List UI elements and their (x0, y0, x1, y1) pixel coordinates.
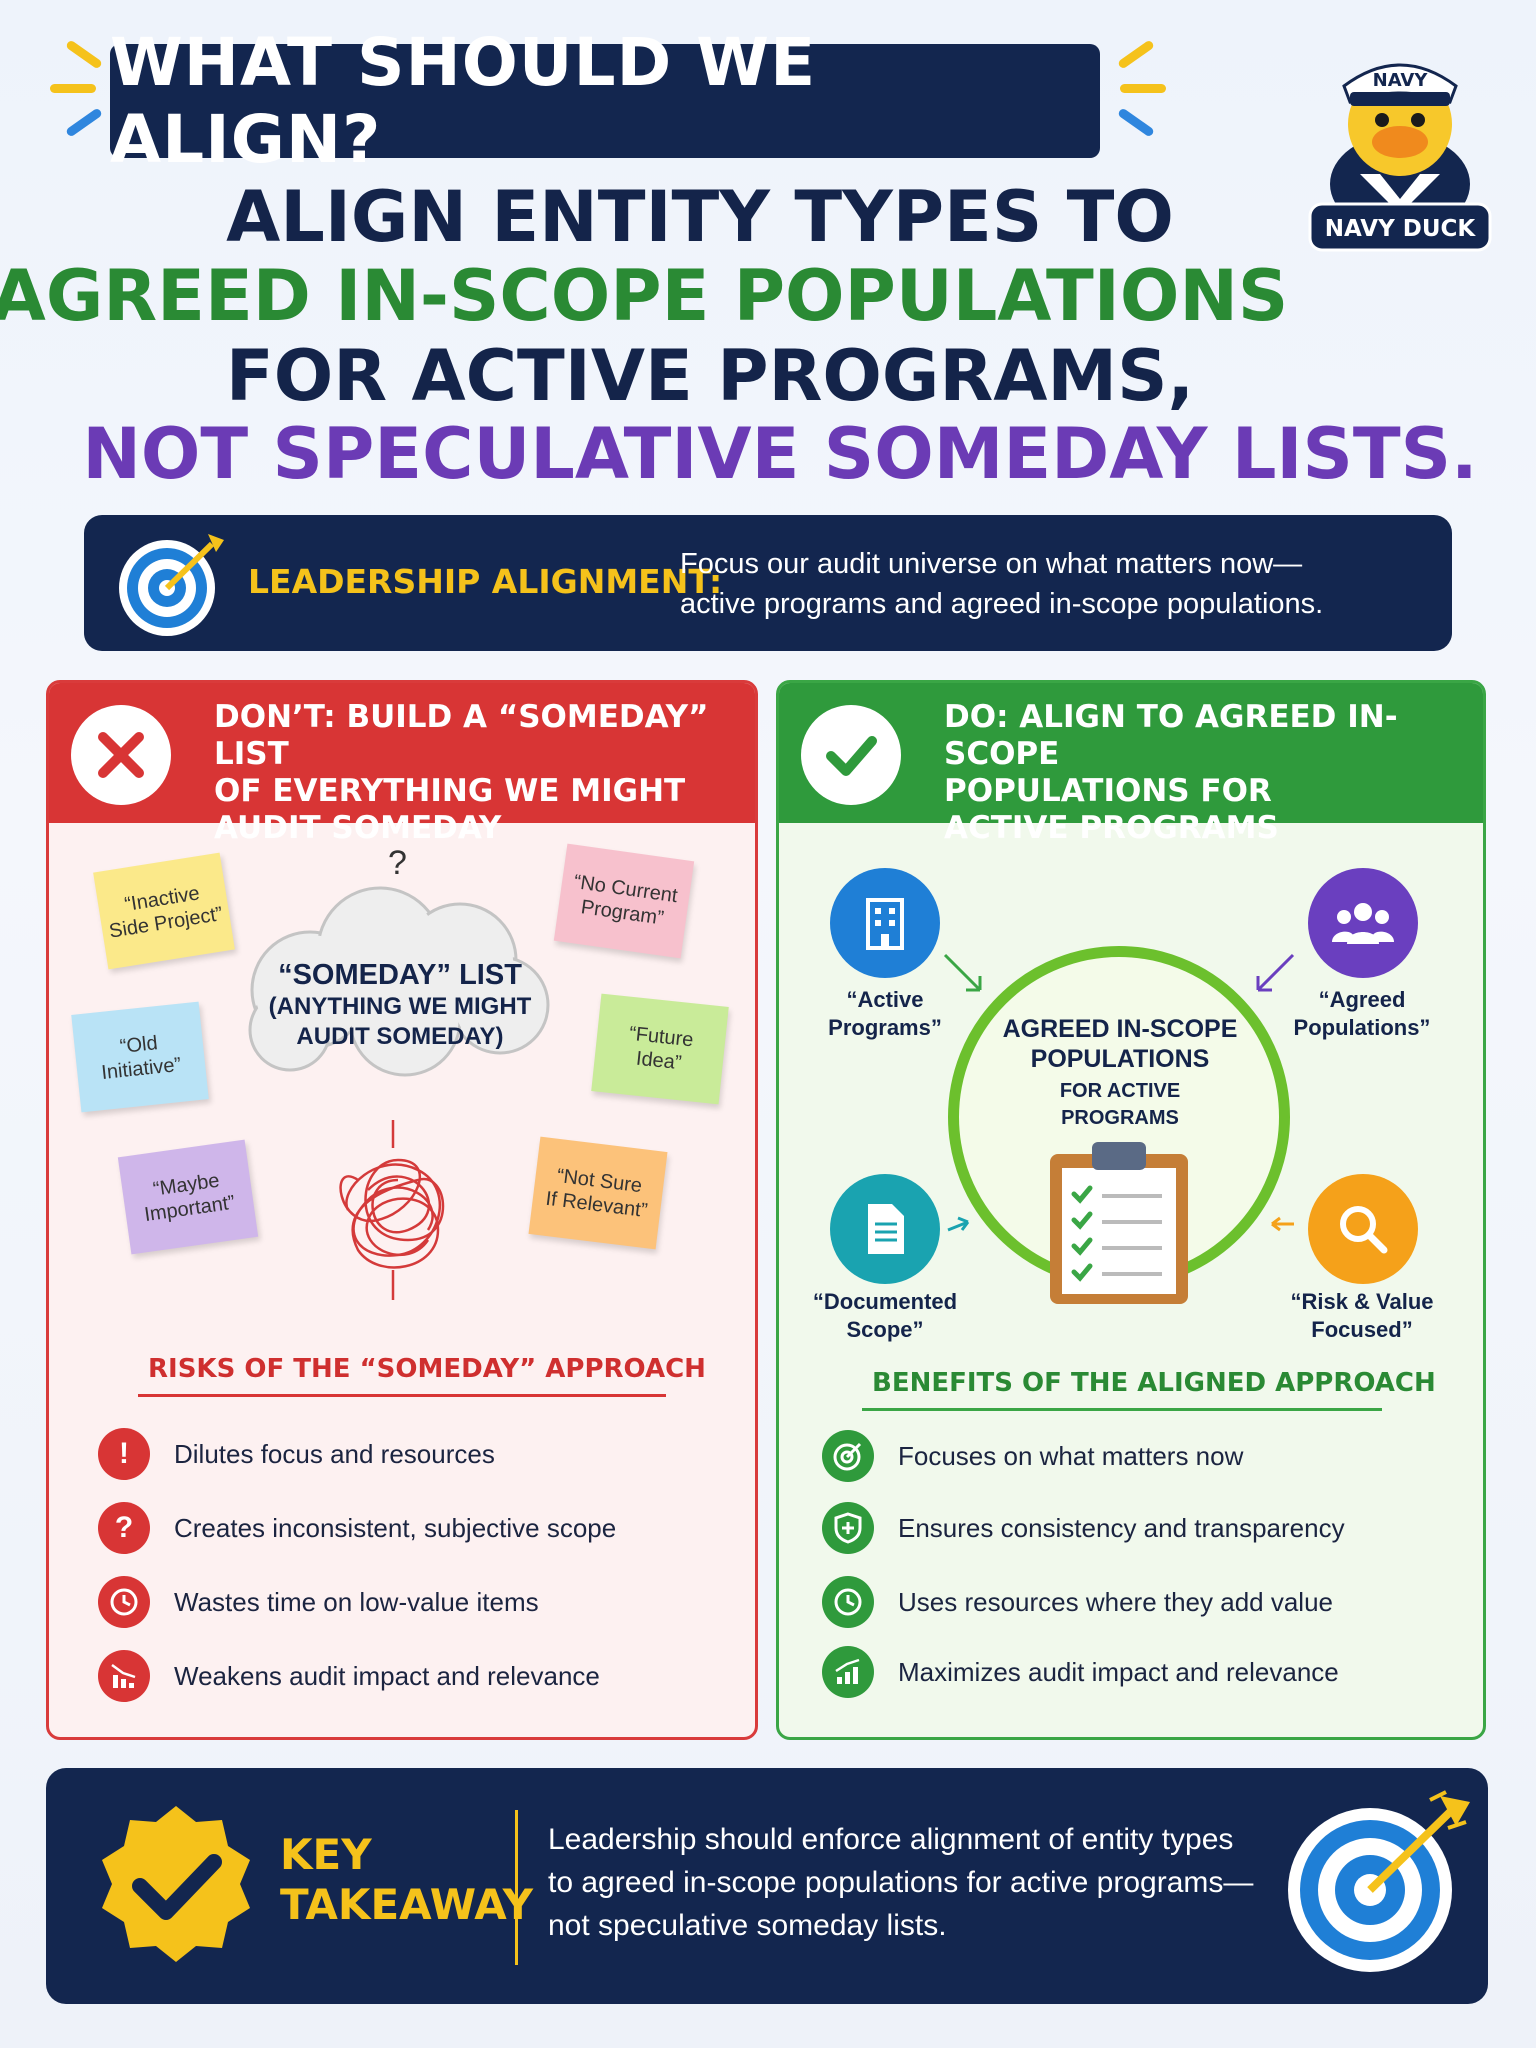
declining-chart-icon (98, 1650, 150, 1702)
risk-text: Creates inconsistent, subjective scope (174, 1512, 617, 1543)
do-heading-line-3: ACTIVE PROGRAMS (944, 810, 1279, 846)
agreed-populations-circle (948, 946, 1290, 1288)
dont-panel-header: DON’T: BUILD A “SOMEDAY” LIST OF EVERYTH… (49, 683, 755, 846)
list-item: Ensures consistency and transparency (822, 1502, 1345, 1554)
badge-name: NAVY DUCK (1325, 216, 1477, 242)
shield-icon (822, 1502, 874, 1554)
target-icon (822, 1430, 874, 1482)
leadership-text-line-1: Focus our audit universe on what matters… (680, 548, 1303, 580)
takeaway-divider (515, 1810, 518, 1965)
list-item: ! Dilutes focus and resources (98, 1428, 495, 1480)
leadership-text: Focus our audit universe on what matters… (680, 544, 1420, 624)
magnifier-icon (1308, 1174, 1418, 1284)
benefit-text: Maximizes audit impact and relevance (898, 1656, 1339, 1687)
x-icon (71, 705, 171, 805)
arrow-icon (943, 953, 982, 992)
arrow-icon (1256, 953, 1295, 992)
headline-line-1: ALIGN ENTITY TYPES TO (226, 176, 1174, 258)
benefits-title: BENEFITS OF THE ALIGNED APPROACH (872, 1368, 1436, 1398)
benefit-text: Ensures consistency and transparency (898, 1512, 1345, 1543)
page-title: WHAT SHOULD WE ALIGN? (110, 24, 817, 178)
headline-line-3: FOR ACTIVE PROGRAMS, (225, 335, 1195, 417)
dont-heading-line-1: DON’T: BUILD A “SOMEDAY” LIST (214, 699, 709, 772)
arrow-icon (947, 1216, 970, 1232)
do-panel-header: DO: ALIGN TO AGREED IN-SCOPE POPULATIONS… (779, 683, 1483, 846)
badge-cap-text: NAVY (1373, 70, 1429, 91)
benefits-title-underline (862, 1408, 1382, 1411)
cloud-icon (248, 886, 550, 1077)
rising-chart-icon (822, 1646, 874, 1698)
exclamation-icon: ! (98, 1428, 150, 1480)
dont-heading: DON’T: BUILD A “SOMEDAY” LIST OF EVERYTH… (214, 699, 755, 847)
list-item: ? Creates inconsistent, subjective scope (98, 1502, 616, 1554)
risk-text: Wastes time on low-value items (174, 1586, 539, 1617)
list-item: Wastes time on low-value items (98, 1576, 539, 1628)
tangled-scribble-icon (339, 1120, 445, 1300)
duck-mascot-icon: NAVY NAVY DUCK (1308, 63, 1492, 252)
takeaway-text: Leadership should enforce alignment of e… (548, 1823, 1254, 1942)
leadership-text-line-2: active programs and agreed in-scope popu… (680, 588, 1324, 620)
question-icon: ? (98, 1502, 150, 1554)
question-mark-icon: ? (388, 844, 407, 882)
building-icon (830, 868, 940, 978)
cloud-subtitle-line-1: (ANYTHING WE MIGHT (268, 993, 532, 1020)
center-title: AGREED IN-SCOPE POPULATIONS (1002, 1015, 1238, 1073)
do-heading: DO: ALIGN TO AGREED IN-SCOPE POPULATIONS… (944, 699, 1483, 847)
people-group-icon (1308, 868, 1418, 978)
benefit-text: Focuses on what matters now (898, 1440, 1244, 1471)
list-item: Uses resources where they add value (822, 1576, 1333, 1628)
clock-icon (98, 1576, 150, 1628)
headline-line-2: AGREED IN-SCOPE POPULATIONS (0, 255, 1289, 337)
clipboard-checklist-icon (1050, 1142, 1188, 1304)
someday-list-label: “SOMEDAY” LIST (ANYTHING WE MIGHT AUDIT … (250, 958, 550, 1052)
document-icon (830, 1174, 940, 1284)
list-item: Focuses on what matters now (822, 1430, 1243, 1482)
dont-heading-line-2: OF EVERYTHING WE MIGHT (214, 773, 686, 809)
risks-title: RISKS OF THE “SOMEDAY” APPROACH (148, 1354, 706, 1384)
verified-badge-icon (102, 1806, 250, 1962)
do-heading-line-1: DO: ALIGN TO AGREED IN-SCOPE (944, 699, 1398, 772)
do-heading-line-2: POPULATIONS FOR (944, 773, 1272, 809)
list-item: Maximizes audit impact and relevance (822, 1646, 1339, 1698)
check-icon (801, 705, 901, 805)
risk-text: Dilutes focus and resources (174, 1438, 495, 1469)
target-icon (119, 534, 224, 636)
title-banner: WHAT SHOULD WE ALIGN? (110, 24, 1100, 178)
center-subtitle: FOR ACTIVE PROGRAMS (1059, 1080, 1181, 1129)
left-burst-decoration (50, 39, 110, 138)
headline-line-4: NOT SPECULATIVE SOMEDAY LISTS. (82, 413, 1478, 495)
cloud-subtitle-line-2: AUDIT SOMEDAY) (296, 1023, 504, 1050)
cloud-title: “SOMEDAY” LIST (278, 959, 522, 991)
key-takeaway-bar (46, 1768, 1488, 2004)
target-arrow-icon (1288, 1790, 1470, 1972)
arrow-icon (1271, 1216, 1294, 1232)
benefit-text: Uses resources where they add value (898, 1586, 1334, 1617)
risk-text: Weakens audit impact and relevance (174, 1660, 600, 1691)
leadership-label: LEADERSHIP ALIGNMENT: (248, 562, 723, 601)
clock-icon (822, 1576, 874, 1628)
right-burst-decoration (1110, 39, 1170, 138)
navy-duck-badge: NAVY NAVY DUCK (1300, 24, 1500, 254)
list-item: Weakens audit impact and relevance (98, 1650, 600, 1702)
leadership-alignment-bar (84, 515, 1452, 651)
takeaway-label: KEY TAKEAWAY (280, 1830, 534, 1929)
risks-title-underline (138, 1394, 666, 1397)
dont-heading-line-3: AUDIT SOMEDAY (214, 810, 502, 846)
